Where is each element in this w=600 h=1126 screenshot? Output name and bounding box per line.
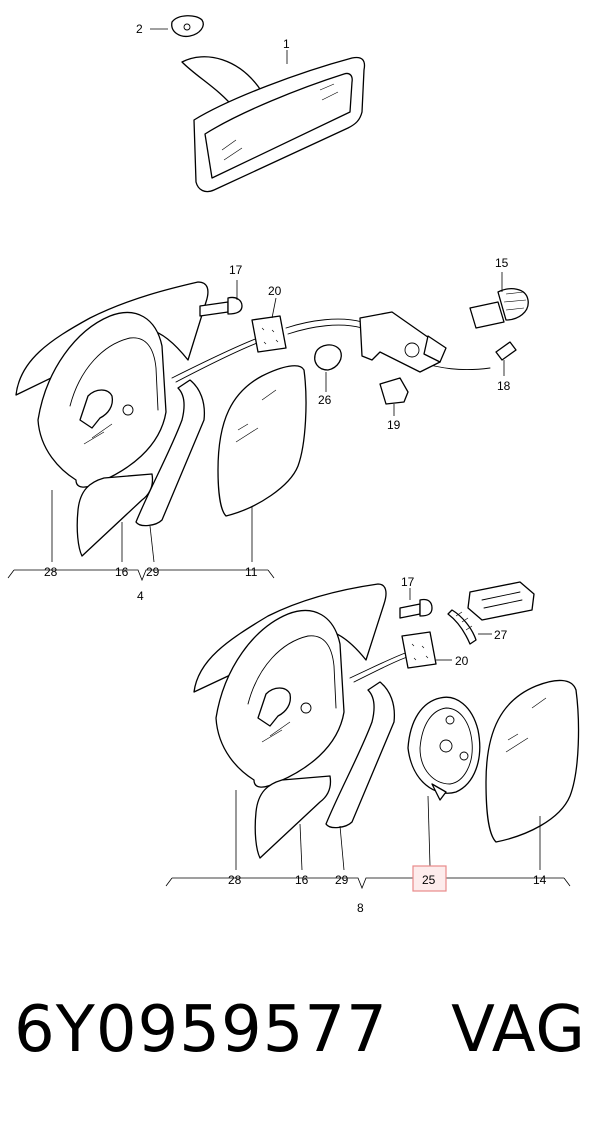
backing-plate-16b <box>254 775 332 859</box>
connector-block-20a <box>251 315 287 353</box>
callout-16a: 16 <box>115 565 129 579</box>
motor-actuator-assembly <box>359 311 447 373</box>
callout-29b: 29 <box>335 873 349 887</box>
sensor-19 <box>379 377 409 405</box>
callout-2: 2 <box>136 22 143 36</box>
gasket-strip-29b <box>325 681 396 829</box>
callout-19: 19 <box>387 418 401 432</box>
callout-18: 18 <box>497 379 511 393</box>
callout-15: 15 <box>495 256 509 270</box>
gasket-strip-29a <box>135 379 206 527</box>
callout-25: 25 <box>422 873 436 887</box>
callout-20a: 20 <box>268 284 282 298</box>
bulb-holder-15 <box>469 288 529 329</box>
callout-11: 11 <box>245 565 258 579</box>
callout-28b: 28 <box>228 873 242 887</box>
mirror-glass-11 <box>217 365 307 517</box>
screw-18 <box>495 341 517 361</box>
plug-27 <box>467 581 535 621</box>
exploded-parts-diagram: 1 2 17 20 15 26 19 18 28 16 29 11 4 17 2… <box>7 15 580 915</box>
footer: 6Y0959577 VAG <box>0 975 600 1085</box>
highlight-box-part-25 <box>412 865 447 892</box>
callout-14: 14 <box>533 873 547 887</box>
part-number: 6Y0959577 <box>14 993 388 1067</box>
callout-26: 26 <box>318 393 332 407</box>
mirror-glass-14 <box>485 679 580 843</box>
callout-16b: 16 <box>295 873 309 887</box>
callout-17b: 17 <box>401 575 415 589</box>
side-mirror-housing-28a <box>15 281 209 488</box>
wiring-harness-lower <box>349 609 477 683</box>
screw-17a <box>199 296 243 317</box>
callout-20b: 20 <box>455 654 469 668</box>
brand-name: VAG <box>451 993 586 1067</box>
connector-block-20b <box>401 631 437 669</box>
clip-26 <box>314 344 342 371</box>
callout-28a: 28 <box>44 565 58 579</box>
mirror-clip-part-2 <box>150 15 204 38</box>
interior-mirror <box>181 56 366 193</box>
callout-1: 1 <box>283 37 290 51</box>
callout-17a: 17 <box>229 263 243 277</box>
motor-25 <box>407 696 481 801</box>
side-mirror-housing-28b <box>193 583 387 788</box>
callout-29a: 29 <box>146 565 160 579</box>
callout-8: 8 <box>357 901 364 915</box>
callout-27: 27 <box>494 628 508 642</box>
screw-17b <box>399 598 433 619</box>
callout-4: 4 <box>137 589 144 603</box>
